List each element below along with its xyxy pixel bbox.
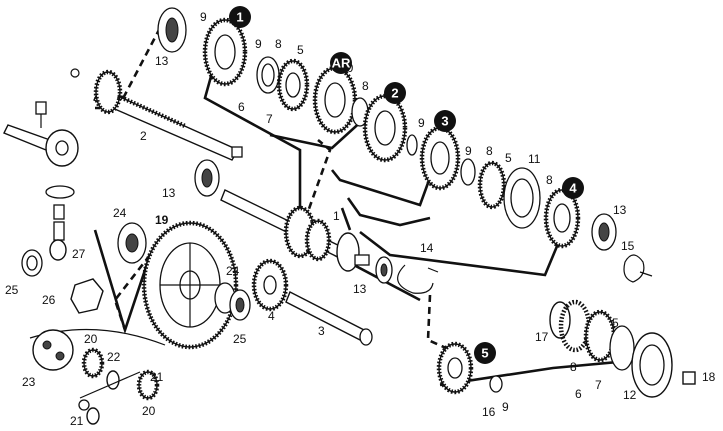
part-number-13: 13 xyxy=(353,282,367,296)
part-number-13: 13 xyxy=(155,54,169,68)
part-number-5: 5 xyxy=(505,151,512,165)
part-number-24: 24 xyxy=(226,264,240,278)
part-number-14: 14 xyxy=(420,241,434,255)
part-number-9: 9 xyxy=(255,37,262,51)
reverse-idler-gear xyxy=(251,258,289,312)
planet-gears xyxy=(78,347,160,425)
badge-label: 1 xyxy=(236,10,243,25)
clip-15 xyxy=(623,254,653,283)
badge-label: 2 xyxy=(391,86,398,101)
gear-badge-5: 5 xyxy=(474,342,496,364)
part-number-23: 23 xyxy=(22,375,36,389)
badge-label: 3 xyxy=(441,114,448,129)
part-number-20: 20 xyxy=(84,332,98,346)
gear-badge-ar: AR xyxy=(330,52,352,74)
output-shaft xyxy=(220,189,370,272)
differential-crown-wheel xyxy=(141,220,239,350)
part-number-25: 25 xyxy=(233,332,247,346)
part-number-7: 7 xyxy=(266,112,273,126)
part-number-25: 25 xyxy=(5,283,19,297)
part-number-9: 9 xyxy=(502,400,509,414)
part-number-20: 20 xyxy=(142,404,156,418)
part-number-21: 21 xyxy=(150,370,164,384)
part-number-7: 7 xyxy=(595,378,602,392)
gear-second xyxy=(362,93,408,163)
badge-circle xyxy=(330,52,352,74)
part-number-22: 22 xyxy=(107,350,121,364)
part-number-17: 17 xyxy=(535,330,549,344)
part-number-9: 9 xyxy=(200,10,207,24)
part-number-9: 9 xyxy=(465,144,472,158)
gear-third xyxy=(419,125,461,191)
part-number-3: 3 xyxy=(318,324,325,338)
part-number-1: 1 xyxy=(333,209,340,223)
badge-circle xyxy=(229,6,251,28)
differential-case xyxy=(32,329,74,371)
gear-reverse xyxy=(312,65,358,135)
synchro-hub-5a xyxy=(276,58,310,112)
part-number-27: 27 xyxy=(72,247,86,261)
speedometer-drive xyxy=(3,101,79,261)
gear-fifth-driven xyxy=(436,341,474,395)
nut-18 xyxy=(682,371,696,385)
part-number-2: 2 xyxy=(140,129,147,143)
part-number-13: 13 xyxy=(613,203,627,217)
part-number-18: 18 xyxy=(702,370,716,384)
gear-badge-2: 2 xyxy=(384,82,406,104)
part-number-8: 8 xyxy=(275,37,282,51)
part-number-9: 9 xyxy=(418,116,425,130)
badge-label: AR xyxy=(332,56,351,71)
badge-label: 5 xyxy=(481,346,488,361)
bearing-13b xyxy=(591,213,617,251)
synchro-ring-8a xyxy=(256,56,280,94)
part-number-8: 8 xyxy=(546,173,553,187)
diff-bearing-24a xyxy=(117,222,147,264)
primary-shaft xyxy=(70,68,243,161)
part-number-16: 16 xyxy=(482,405,496,419)
gear-badge-1: 1 xyxy=(229,6,251,28)
gear-fourth xyxy=(543,187,581,249)
gear-first-top xyxy=(202,17,248,87)
ring-26 xyxy=(70,278,104,314)
reverse-idler-shaft xyxy=(285,291,373,346)
part-number-13: 13 xyxy=(162,186,176,200)
gear-badge-4: 4 xyxy=(562,177,584,199)
part-number-8: 8 xyxy=(362,79,369,93)
bearing-13c xyxy=(194,159,220,197)
ring-9d xyxy=(460,158,476,186)
part-number-5: 5 xyxy=(612,316,619,330)
part-number-8: 8 xyxy=(486,144,493,158)
badge-circle xyxy=(434,110,456,132)
part-number-6: 6 xyxy=(238,100,245,114)
part-number-19: 19 xyxy=(155,213,169,227)
part-number-24: 24 xyxy=(113,206,127,220)
part-number-4: 4 xyxy=(268,309,275,323)
badge-label: 4 xyxy=(569,181,577,196)
part-number-15: 15 xyxy=(621,239,635,253)
part-number-5: 5 xyxy=(297,43,304,57)
fifth-gear-shaft xyxy=(549,299,673,398)
circlip-14 xyxy=(397,264,439,294)
badge-circle xyxy=(474,342,496,364)
badge-circle xyxy=(562,177,584,199)
part-number-8: 8 xyxy=(570,360,577,374)
part-number-11: 11 xyxy=(528,152,541,166)
gear-badge-3: 3 xyxy=(434,110,456,132)
badge-circle xyxy=(384,82,406,104)
bearing-13d xyxy=(375,256,393,284)
part-number-12: 12 xyxy=(623,388,637,402)
part-number-26: 26 xyxy=(42,293,56,307)
part-number-21: 21 xyxy=(70,414,84,428)
washer-16 xyxy=(489,375,503,393)
sleeve-11 xyxy=(503,167,541,229)
top-bearing-13 xyxy=(157,7,187,53)
seal-25a xyxy=(21,249,43,277)
diff-bearing-25b xyxy=(229,289,251,321)
synchro-hub-5b xyxy=(477,160,507,210)
circlip-9c xyxy=(406,134,418,156)
part-number-6: 6 xyxy=(575,387,582,401)
